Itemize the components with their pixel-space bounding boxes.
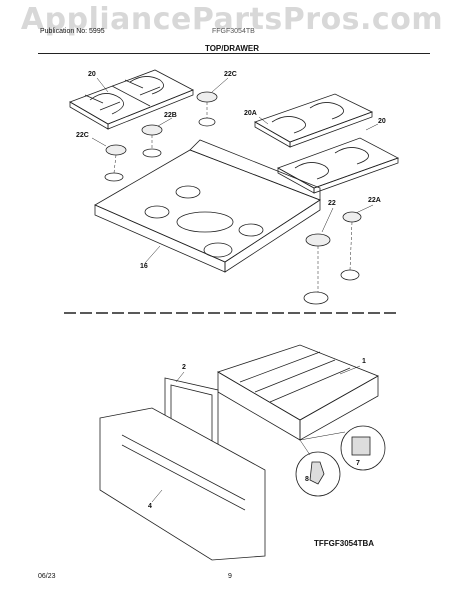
callout-1: 1	[362, 358, 366, 365]
callout-2: 2	[182, 364, 186, 371]
leader-lines-bottom	[151, 365, 361, 503]
section-title: TOP/DRAWER	[204, 44, 260, 53]
drawer-panel	[99, 407, 266, 561]
leader-lines-top	[91, 77, 379, 292]
burner-base-22	[303, 291, 329, 305]
callout-22c-top: 22C	[224, 71, 237, 78]
burner-base-22a	[340, 269, 360, 281]
grate-right-front	[277, 137, 399, 194]
burner-cap-22a	[342, 211, 362, 223]
burner-base-22c-left	[104, 172, 124, 182]
callout-4: 4	[148, 503, 152, 510]
callout-20a: 20A	[244, 110, 257, 117]
callout-7: 7	[356, 460, 360, 467]
grate-left	[69, 69, 194, 130]
callout-22c-left: 22C	[76, 132, 89, 139]
footer-date: 06/23	[38, 573, 56, 580]
callout-16: 16	[140, 263, 148, 270]
callout-20-right: 20	[378, 118, 386, 125]
burner-cap-22c-top	[196, 91, 218, 103]
model-number: FFGF3054TB	[212, 28, 255, 35]
callout-22: 22	[328, 200, 336, 207]
callout-8: 8	[305, 476, 309, 483]
diagram-code: TFFGF3054TBA	[314, 539, 375, 548]
burner-base-22b	[142, 148, 162, 158]
page-number: 9	[228, 573, 232, 580]
callout-20-left: 20	[88, 71, 96, 78]
header-rule	[38, 53, 430, 54]
callout-22a: 22A	[368, 197, 381, 204]
watermark: AppliancePartsPros.com	[20, 2, 444, 37]
burner-cap-22	[305, 233, 331, 247]
grate-right-back	[254, 93, 374, 148]
callout-22b: 22B	[164, 112, 177, 119]
cooktop	[94, 139, 321, 273]
drawer-body	[217, 344, 379, 441]
burner-cap-22c-left	[105, 144, 127, 156]
burner-base-top	[198, 117, 216, 127]
burner-cap-22b	[141, 124, 163, 136]
publication-number: Publication No: 5995	[40, 28, 105, 35]
